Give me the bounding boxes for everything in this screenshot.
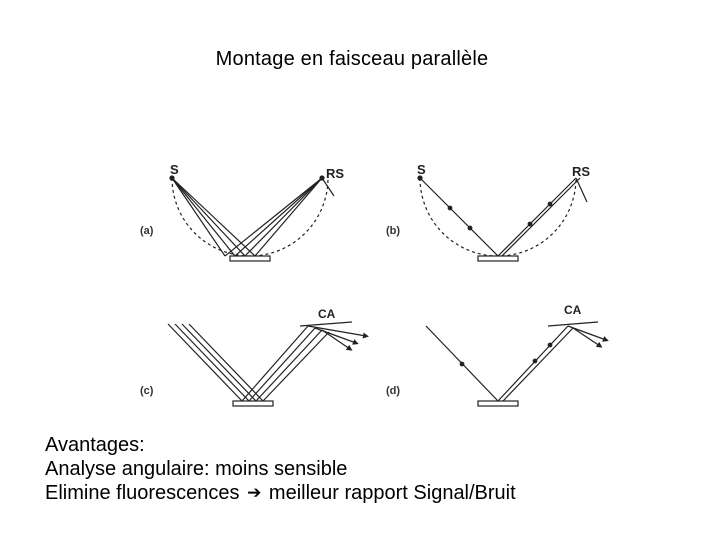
- panel-label-a: (a): [140, 225, 154, 237]
- advantage-line-2-start: Elimine fluorescences: [45, 482, 240, 504]
- panel-label-d: (d): [386, 385, 400, 397]
- right-arrow-icon: ➔: [247, 483, 262, 502]
- advantage-line-1: Analyse angulaire: moins sensible: [45, 458, 348, 480]
- diffraction-geometry-figure: S RS (a) S RS (b) CA (c) CA (d): [130, 150, 630, 420]
- slide-title: Montage en faisceau parallèle: [215, 48, 489, 70]
- panel-label-b: (b): [386, 225, 400, 237]
- receiving-slit-a: [319, 175, 325, 181]
- panel-label-c: (c): [140, 385, 154, 397]
- focusing-circle-a: [171, 177, 329, 257]
- source-label-b: S: [417, 162, 426, 177]
- panel-c: [167, 321, 369, 407]
- sample-a: [229, 255, 271, 262]
- sample-b: [477, 255, 519, 262]
- focusing-circle-b: [419, 177, 577, 257]
- source-label-a: S: [170, 162, 179, 177]
- panel-d: [425, 321, 609, 407]
- analyzer-label-d: CA: [564, 303, 582, 317]
- sample-d: [477, 400, 519, 407]
- source-point-b: [417, 175, 423, 181]
- advantages-heading: Avantages:: [45, 434, 145, 456]
- analyzer-crystal-c: [299, 321, 353, 327]
- analyzer-crystal-d: [547, 321, 599, 327]
- advantage-line-2-end: meilleur rapport Signal/Bruit: [268, 482, 516, 504]
- analyzer-label-c: CA: [318, 307, 336, 321]
- panel-b: [417, 175, 588, 262]
- geometry-diagram: S RS (a) S RS (b) CA (c) CA (d): [140, 162, 609, 407]
- source-point-a: [169, 175, 175, 181]
- sample-c: [232, 400, 274, 407]
- detector-label-b: RS: [572, 164, 590, 179]
- advantage-line-2: Elimine fluorescences ➔ meilleur rapport…: [45, 481, 705, 505]
- detector-label-a: RS: [326, 166, 344, 181]
- advantages-text: Avantages: Analyse angulaire: moins sens…: [45, 433, 705, 505]
- panel-a: [169, 175, 335, 262]
